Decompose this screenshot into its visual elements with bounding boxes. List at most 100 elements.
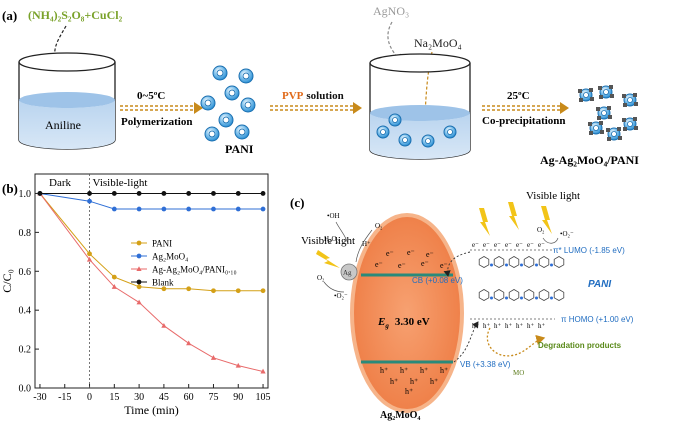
step2-temperature: 25ºC: [507, 90, 530, 102]
x-tick-label: 75: [208, 392, 218, 403]
ag-nanoparticle: [598, 86, 602, 90]
nitrogen-atom: [550, 263, 553, 267]
degradation-arrow: [486, 327, 546, 357]
electron-symbol: e⁻: [440, 261, 448, 270]
data-point: [136, 299, 142, 305]
data-point: [87, 198, 92, 204]
plot-frame: [34, 173, 269, 389]
beaker-aniline: [18, 52, 116, 150]
o2-radical-right: •O₂⁻: [560, 230, 574, 238]
x-tick-label: 60: [184, 392, 194, 403]
x-tick-label: -15: [58, 392, 71, 403]
hole-symbol: h⁺: [538, 322, 546, 330]
legend-label: Blank: [152, 278, 174, 288]
o2-right-arrow: [542, 237, 559, 244]
electron-symbol: e⁻: [421, 259, 429, 268]
x-tick-label: -30: [33, 392, 46, 403]
cb-electrons: e⁻e⁻e⁻e⁻e⁻e⁻e⁻: [375, 248, 448, 270]
ag-nanoparticle: [578, 89, 582, 93]
legend-label: Ag-Ag₂MoO₄/PANI₀.₁₀: [152, 265, 237, 275]
benzene-ring: [508, 289, 520, 301]
pani-sphere: [212, 65, 228, 81]
ag-nanoparticle: [618, 136, 622, 140]
data-point: [260, 206, 266, 212]
data-point: [136, 284, 142, 290]
y-tick-label: 0.0: [19, 384, 32, 395]
ag-nanoparticle: [609, 85, 613, 89]
y-tick-label: 0.2: [19, 345, 32, 356]
oh-radical: •OH: [327, 212, 340, 220]
composite-particle: [596, 106, 612, 120]
benzene-ring: [478, 289, 490, 301]
beaker-reaction: [369, 53, 471, 160]
data-point: [37, 191, 43, 196]
lightning-right-2-icon: [508, 202, 519, 230]
data-point: [136, 206, 142, 212]
ag-nanoparticle: [623, 103, 627, 107]
dark-label: Dark: [49, 177, 71, 189]
o2-radical-left: •O₂⁻: [334, 292, 348, 300]
step1-temperature: 0~5ºC: [137, 90, 165, 102]
ag-nanoparticle: [597, 116, 601, 120]
ag2moo4-label: Ag₂MoO₄: [380, 410, 420, 421]
x-tick-label: 0: [87, 392, 92, 403]
vb-label: VB (+3.38 eV): [460, 360, 511, 369]
process-arrow-1: [120, 102, 203, 114]
ag-nanoparticle: [600, 130, 604, 134]
composite-particle: [578, 88, 594, 102]
hole-symbol: h⁺: [420, 366, 428, 375]
data-point: [111, 284, 117, 289]
beaker-sphere: [443, 125, 457, 139]
cb-label: CB (+0.08 eV): [412, 276, 463, 285]
hole-symbol: h⁺: [483, 322, 491, 330]
process-arrow-3: [482, 102, 569, 114]
data-point: [161, 322, 167, 328]
series-3: [37, 191, 266, 196]
ag-nanoparticle: [599, 121, 603, 125]
panel-a-label: (a): [2, 8, 17, 23]
product-pani: PANI: [225, 142, 254, 156]
data-point: [235, 362, 241, 368]
hole-transfer-arrow: [453, 321, 479, 363]
ag-nanoparticle: [589, 131, 593, 135]
process-arrow-pvp: [270, 102, 362, 114]
panel-b-label: (b): [2, 181, 18, 196]
data-point: [186, 206, 192, 212]
composite-particle: [588, 121, 604, 135]
ag-nanoparticle: [617, 127, 621, 131]
legend-marker: [136, 253, 142, 259]
beaker-pani-spheres: [376, 113, 457, 148]
composite-particle: [622, 117, 638, 131]
data-point: [186, 340, 192, 346]
hole-symbol: h⁺: [390, 377, 398, 386]
nitrogen-atom: [535, 263, 538, 267]
nitrogen-atom: [550, 296, 553, 300]
legend-marker: [136, 279, 142, 285]
nitrogen-atom: [505, 296, 508, 300]
ag-nanoparticle: [606, 128, 610, 132]
o2-top: O₂: [375, 222, 383, 230]
data-point: [211, 206, 216, 212]
electron-symbol: e⁻: [386, 249, 394, 258]
ag-nanoparticle: [634, 102, 638, 106]
hole-symbol: h⁺: [472, 322, 480, 330]
electron-symbol: e⁻: [375, 260, 383, 269]
benzene-ring: [538, 289, 550, 301]
ag-nanoparticle: [622, 118, 626, 122]
pani-sphere: [240, 97, 256, 113]
beaker-sphere: [398, 133, 412, 147]
reagent-top: (NH₄)₂S₂O₈+CuCl₂: [28, 8, 123, 22]
ag-nanoparticle: [607, 106, 611, 110]
nitrogen-atom: [490, 296, 493, 300]
hole-symbol: h⁺: [400, 366, 408, 375]
data-point: [235, 288, 241, 294]
electron-symbol: e⁻: [483, 241, 490, 249]
beaker-aniline-label: Aniline: [45, 118, 81, 132]
composite-particle: [598, 85, 614, 99]
pani-molecule: [478, 256, 565, 301]
data-point: [111, 191, 117, 196]
ag-sphere: [340, 263, 358, 281]
